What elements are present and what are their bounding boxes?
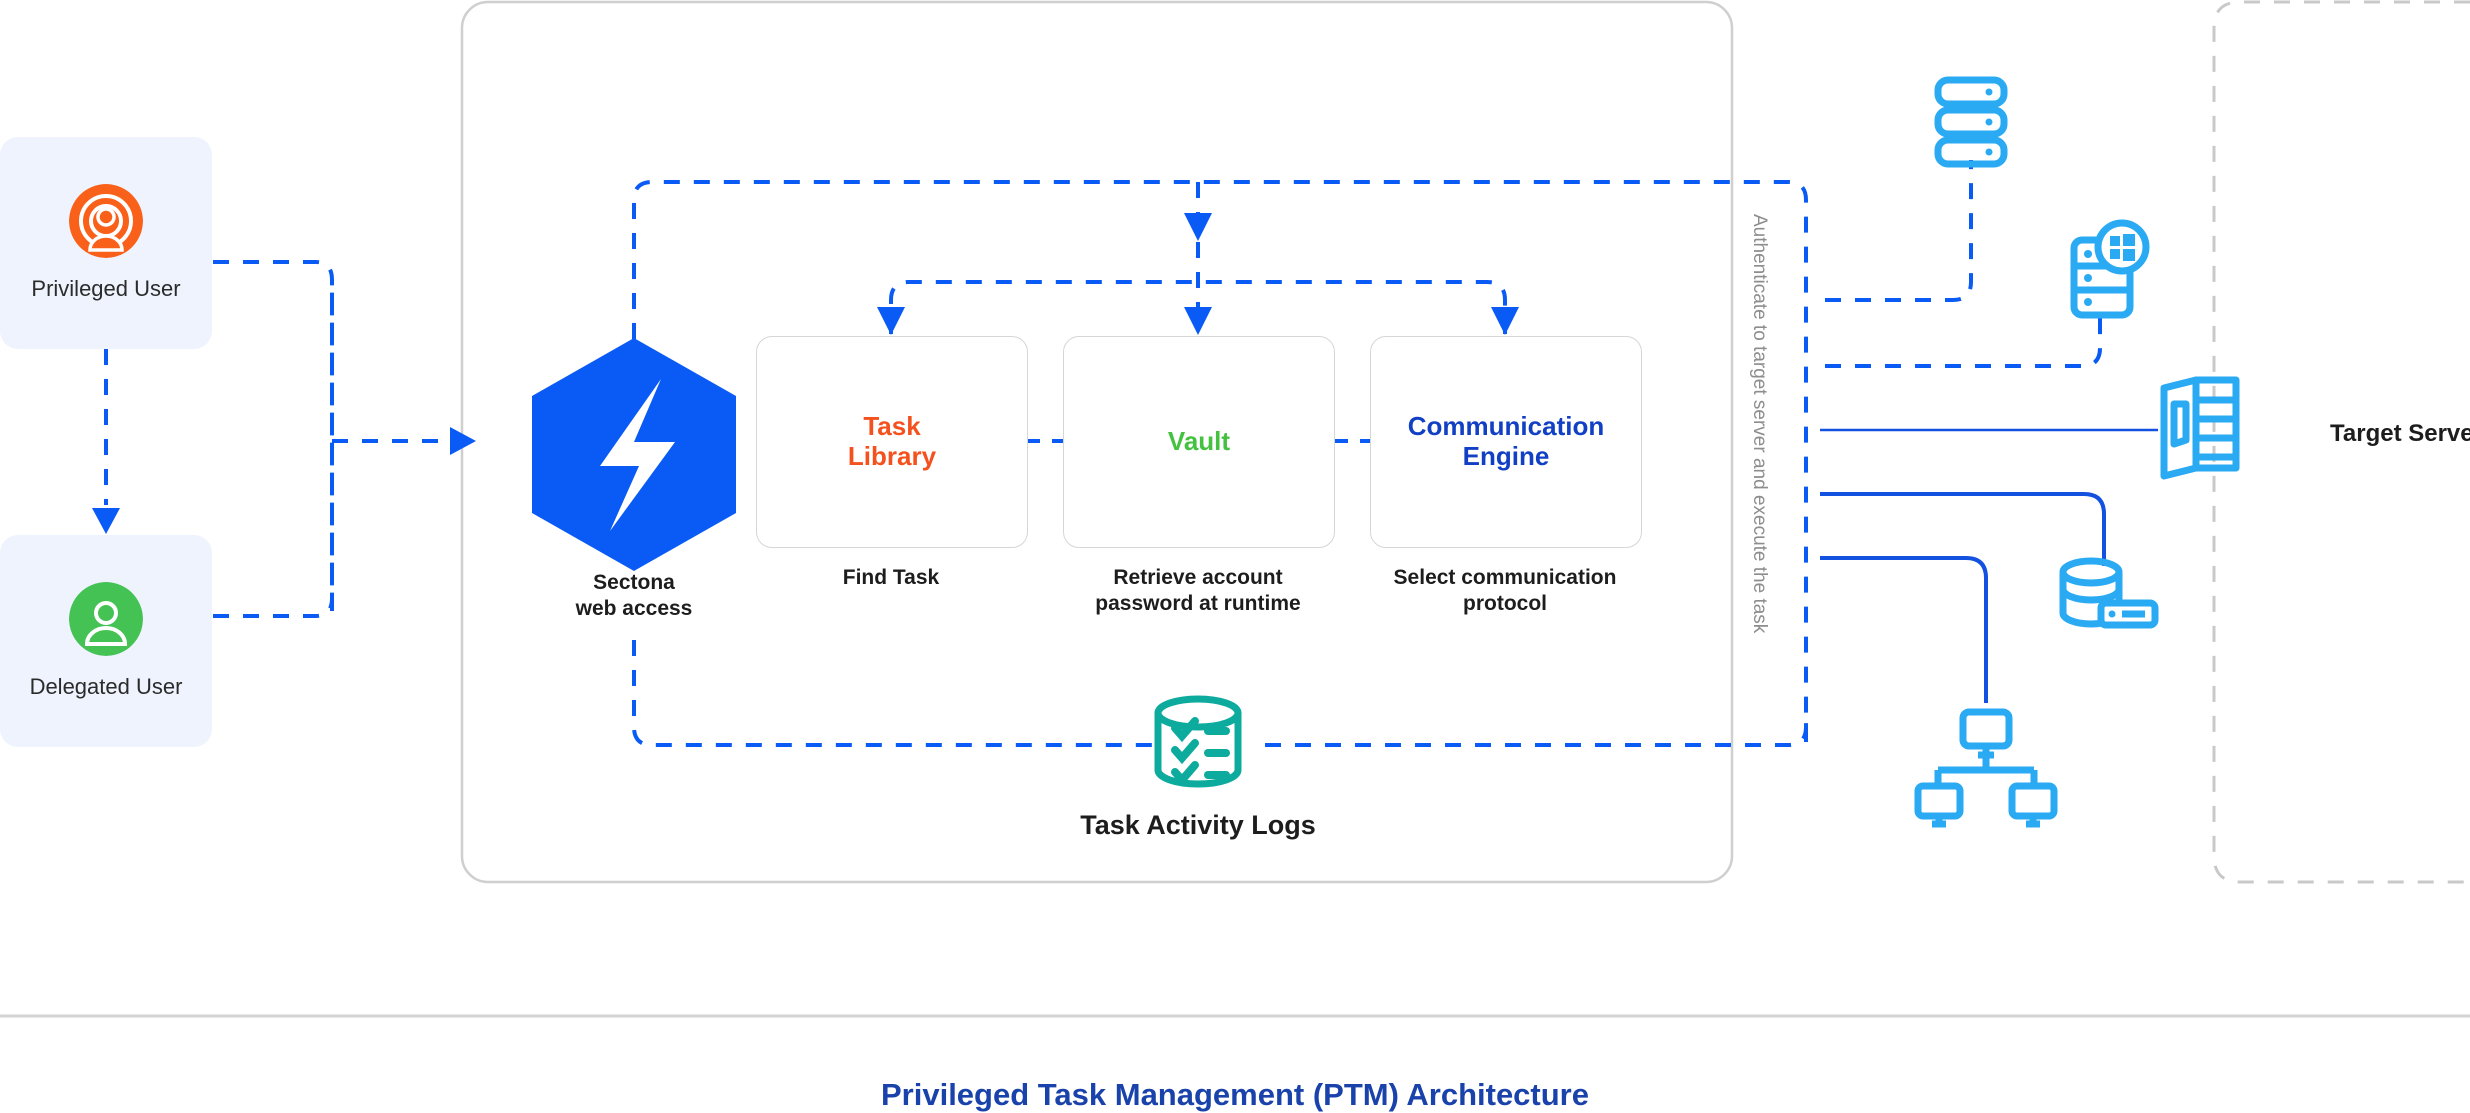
sectona-web-access-label: Sectona web access: [504, 570, 764, 623]
flow-secondary-bus: [889, 280, 1507, 334]
communication-engine-card[interactable]: Communication Engine: [1370, 336, 1642, 548]
communication-engine-title: Communication Engine: [1407, 411, 1605, 472]
communication-engine-title-line2: Engine: [1462, 441, 1550, 471]
target-server-boundary: [2212, 0, 2470, 884]
sectona-label-line1: Sectona: [593, 571, 675, 594]
privileged-user-label: Privileged User: [31, 276, 181, 301]
flow-gateway-top-bus: [632, 180, 1808, 742]
sectona-hexagon-logo: [532, 338, 736, 571]
server-rack-icon: [1934, 76, 2008, 168]
link-to-network-workstations: [1820, 556, 1988, 703]
task-activity-logs-database-icon: [1154, 695, 1242, 788]
flow-privileged-to-gateway: [213, 260, 334, 611]
flow-gateway-to-logs: [632, 640, 1152, 747]
vault-card[interactable]: Vault: [1063, 336, 1335, 548]
vault-caption: Retrieve account password at runtime: [1033, 565, 1363, 618]
flow-logs-to-authenticate-bracket: [1265, 700, 1808, 747]
privileged-user-icon: [69, 184, 143, 258]
task-library-title: Task Library: [847, 411, 937, 472]
communication-engine-caption-line2: protocol: [1463, 592, 1547, 616]
communication-engine-title-line1: Communication: [1407, 411, 1605, 442]
link-to-server-rack: [1825, 160, 1973, 302]
vault-title-line1: Vault: [1167, 426, 1231, 457]
authenticate-note: Authenticate to target server and execut…: [1749, 214, 1770, 634]
delegated-user-label: Delegated User: [29, 674, 183, 699]
task-library-caption: Find Task: [726, 565, 1056, 591]
task-library-card[interactable]: Task Library: [756, 336, 1028, 548]
communication-engine-caption-line1: Select communication: [1393, 566, 1617, 589]
network-workstations-icon: [1914, 708, 2058, 828]
vault-caption-line2: password at runtime: [1095, 592, 1301, 616]
flow-delegated-to-gateway: [213, 280, 334, 618]
delegated-user-card[interactable]: Delegated User: [0, 535, 212, 747]
windows-server-icon: [2070, 219, 2150, 319]
flow-bus-to-comm-engine-arrowhead: [1491, 307, 1519, 335]
task-library-title-line2: Library: [847, 441, 937, 471]
privileged-user-card[interactable]: Privileged User: [0, 137, 212, 349]
link-to-database-server: [1820, 492, 2106, 566]
communication-engine-caption: Select communication protocol: [1340, 565, 1670, 618]
sectona-label-line2: web access: [575, 597, 693, 621]
vault-title: Vault: [1167, 426, 1231, 457]
task-library-caption-line1: Find Task: [842, 566, 940, 589]
task-library-title-line1: Task: [863, 411, 921, 442]
link-to-windows-server: [1825, 310, 2102, 368]
task-activity-logs-label: Task Activity Logs: [1080, 810, 1316, 840]
tower-server-icon: [2160, 376, 2240, 480]
figure-title: Privileged Task Management (PTM) Archite…: [880, 1077, 1589, 1112]
flow-bus-to-vault-arrowhead: [1184, 307, 1212, 335]
flow-privileged-to-delegated-arrowhead: [92, 508, 120, 534]
delegated-user-icon: [69, 582, 143, 656]
target-server-label: Target Server: [2330, 420, 2470, 447]
flow-users-into-gateway-arrowhead: [450, 427, 476, 455]
vault-caption-line1: Retrieve account: [1113, 566, 1283, 589]
flow-bus-to-task-library-arrowhead: [877, 307, 905, 335]
flow-bus-to-vault-arrow-mid: [1184, 213, 1212, 241]
database-server-icon: [2059, 557, 2159, 629]
